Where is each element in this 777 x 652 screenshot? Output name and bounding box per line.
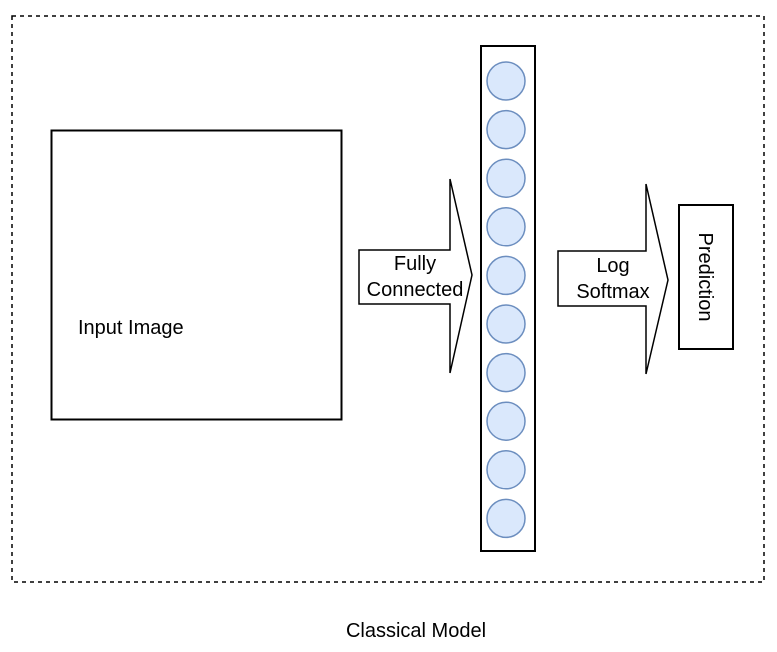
input-image-label: Input Image	[78, 317, 184, 339]
prediction-label: Prediction	[694, 233, 716, 322]
diagram-caption: Classical Model	[346, 620, 486, 642]
fully-connected-label-line2: Connected	[367, 279, 464, 301]
log-softmax-label-line1: Log	[596, 255, 629, 277]
neuron-layer	[480, 45, 536, 552]
prediction-node: Prediction	[678, 204, 734, 350]
neuron-8	[486, 401, 526, 441]
model-boundary	[11, 15, 765, 583]
fully-connected-arrow-shape	[358, 178, 473, 374]
neuron-4	[486, 207, 526, 247]
neuron-1	[486, 61, 526, 101]
neuron-6	[486, 304, 526, 344]
neuron-5	[486, 255, 526, 296]
fully-connected-label-line1: Fully	[394, 253, 436, 275]
input-image-node: Input Image	[50, 129, 343, 421]
neuron-3	[486, 158, 526, 198]
neuron-group	[486, 61, 526, 539]
input-image-box	[50, 129, 343, 421]
neuron-10	[486, 498, 526, 539]
fully-connected-arrow: Fully Connected	[358, 178, 473, 374]
log-softmax-arrow: Log Softmax	[557, 183, 669, 375]
neuron-9	[486, 450, 526, 490]
neuron-2	[486, 109, 526, 150]
log-softmax-arrow-shape	[557, 183, 669, 375]
log-softmax-label-line2: Softmax	[576, 281, 649, 303]
prediction-box	[678, 204, 734, 350]
neuron-7	[486, 352, 526, 393]
